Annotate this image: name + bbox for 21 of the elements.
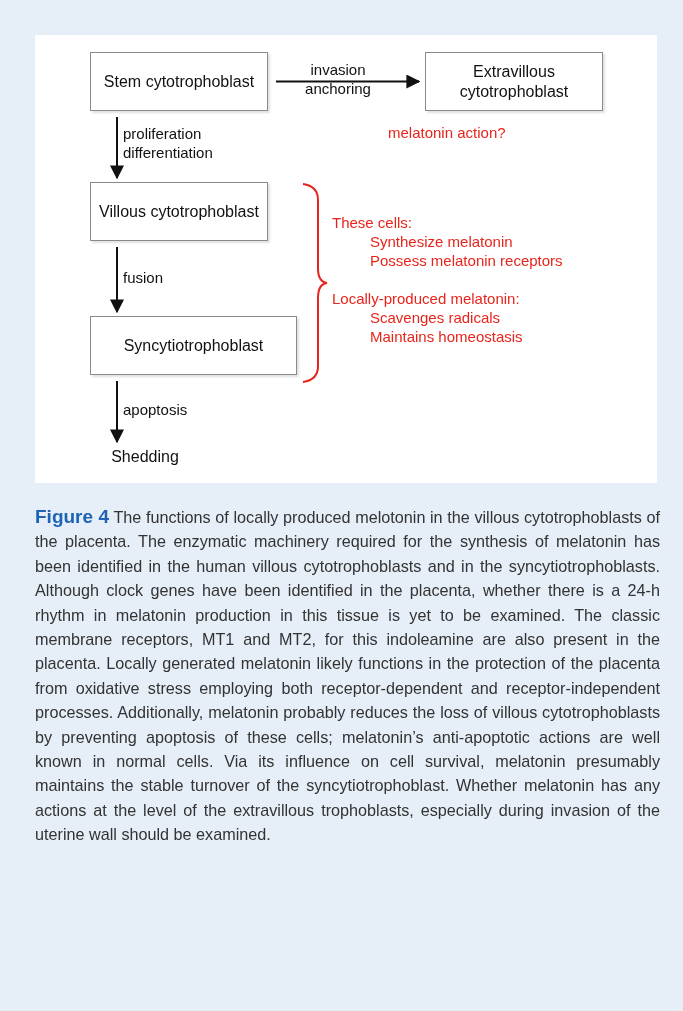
edge-label: apoptosis <box>123 400 189 419</box>
arrow <box>110 380 124 444</box>
edge-label: invasion anchoring <box>304 60 372 98</box>
annotation-text: Synthesize melatonin <box>370 232 513 251</box>
arrow <box>110 246 124 314</box>
annotation-text: melatonin action? <box>388 123 506 142</box>
figure-caption: Figure 4 The functions of locally produced melotonin in the villous cytotrophoblasts of the placenta. The enzymatic machinery required for the synthesis of melatonin has been identified in the human villous cytotrophoblasts and in the syncytiotrophoblasts. Although clock genes have been identified in the placenta, whether there is a 24-h rhythm in melatonin production in this tissue is yet to be examined. The classic membrane receptors, MT1 and MT2, for this indoleamine are also present in the placenta. Locally generated melatonin likely functions in the protection of the placenta from oxidative stress employing both receptor-dependent and receptor-independent processes. Additionally, melatonin probably reduces the loss of villous cytotrophoblasts by preventing apoptosis of these cells; melatonin’s anti-apoptotic actions are well known in normal cells. Via its influence on cell survival, melatonin presumably maintains the stable turnover of the syncytiotrophoblast. Whether melatonin has any actions at the level of the extravillous trophoblasts, especially during invasion of the uterine wall should be examined. <box>35 505 660 846</box>
process-box: Stem cytotrophoblast <box>90 52 268 111</box>
arrow <box>110 116 124 180</box>
process-box: Extravillous cytotrophoblast <box>425 52 603 111</box>
process-box: Villous cytotrophoblast <box>90 182 268 241</box>
arrow <box>275 74 421 89</box>
process-box: Syncytiotrophoblast <box>90 316 297 375</box>
annotation-text: Possess melatonin receptors <box>370 251 563 270</box>
annotation-text: Scavenges radicals <box>370 308 501 327</box>
node-text: Shedding <box>100 446 190 468</box>
annotation-text: Locally-produced melatonin: <box>332 289 520 308</box>
edge-label: proliferation differentiation <box>123 124 214 162</box>
annotation-text: Maintains homeostasis <box>370 327 523 346</box>
annotation-text: These cells: <box>332 213 413 232</box>
edge-label: fusion <box>123 268 165 287</box>
